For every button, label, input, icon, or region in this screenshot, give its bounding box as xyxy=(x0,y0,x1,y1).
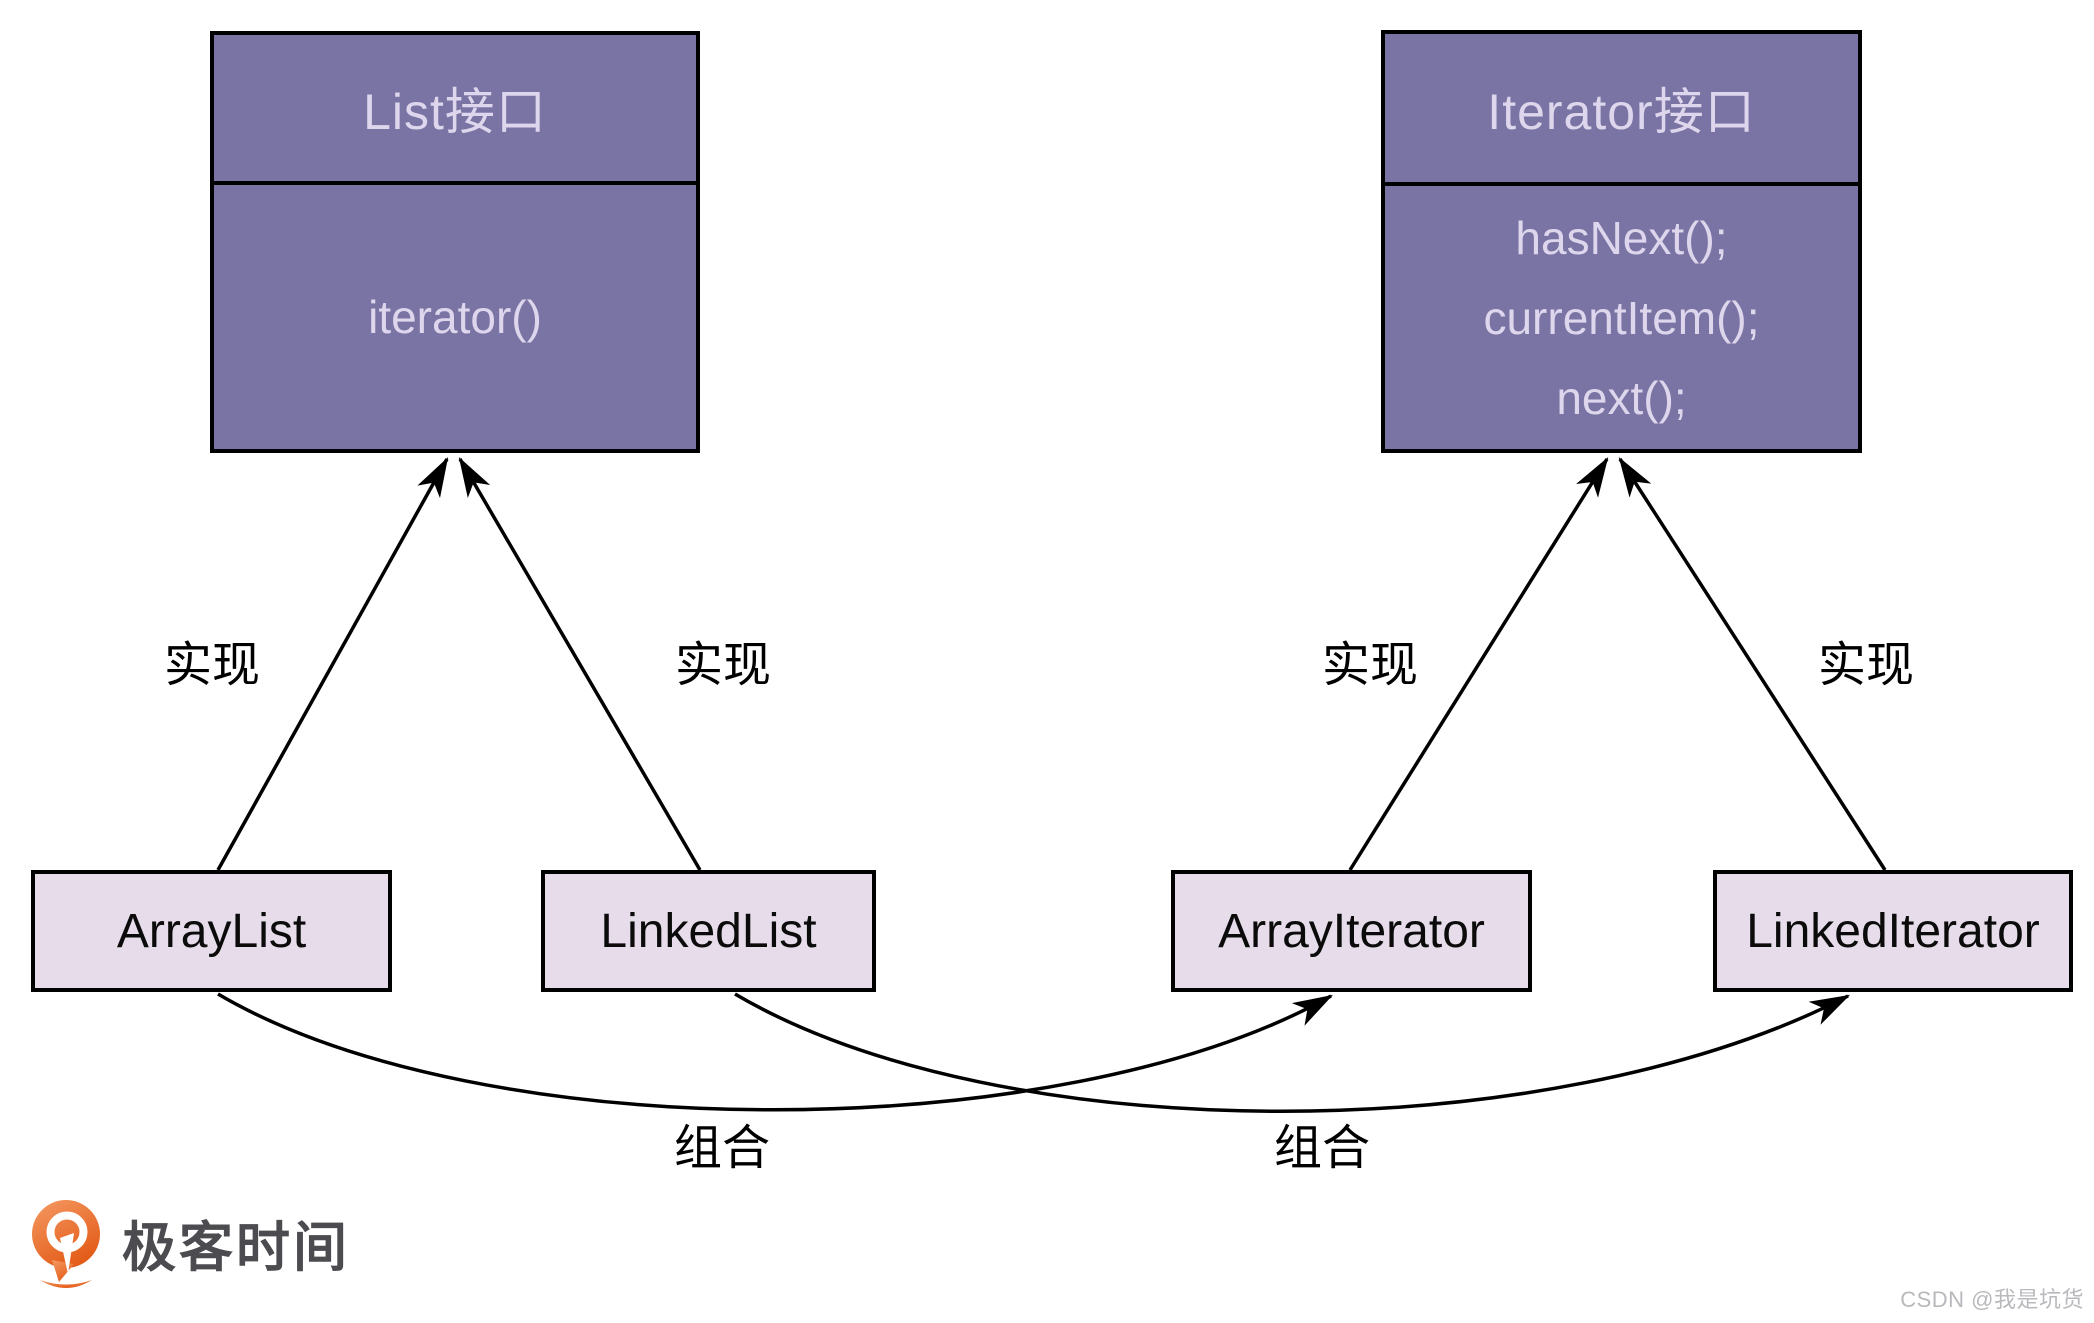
class-label-linkedlist: LinkedList xyxy=(600,904,817,958)
edge-label-implements-1: 实现 xyxy=(163,639,261,692)
class-box-linkediterator: LinkedIterator xyxy=(1713,870,2073,992)
iterator-interface-title: Iterator接口 xyxy=(1385,34,1858,186)
composition-edge-linkedlist-linkediterator xyxy=(734,992,1851,1113)
geektime-logo-icon xyxy=(32,1200,100,1288)
class-box-arrayiterator: ArrayIterator xyxy=(1171,870,1532,992)
class-label-linkediterator: LinkedIterator xyxy=(1746,904,2040,958)
implements-edge-linkedlist xyxy=(458,456,702,871)
iterator-interface-box: Iterator接口 hasNext(); currentItem(); nex… xyxy=(1381,30,1862,453)
geektime-logo: 极客时间 xyxy=(28,1198,350,1298)
edge-label-composition-2: 组合 xyxy=(1273,1122,1371,1175)
list-interface-title: List接口 xyxy=(214,35,696,185)
geektime-logo-text: 极客时间 xyxy=(122,1218,350,1278)
method-currentitem: currentItem(); xyxy=(1483,291,1760,344)
list-interface-methods: iterator() xyxy=(214,185,696,449)
composition-edge-arraylist-arrayiterator xyxy=(217,992,1334,1112)
edge-label-composition-1: 组合 xyxy=(673,1122,771,1175)
class-box-linkedlist: LinkedList xyxy=(541,870,876,992)
iterator-interface-methods: hasNext(); currentItem(); next(); xyxy=(1385,186,1858,449)
class-label-arrayiterator: ArrayIterator xyxy=(1218,904,1485,958)
method-iterator: iterator() xyxy=(368,291,542,343)
method-hasnext: hasNext(); xyxy=(1515,211,1728,264)
class-box-arraylist: ArrayList xyxy=(31,870,392,992)
method-next: next(); xyxy=(1556,371,1687,424)
edge-label-implements-2: 实现 xyxy=(674,639,772,692)
edge-label-implements-3: 实现 xyxy=(1321,639,1419,692)
edge-label-implements-4: 实现 xyxy=(1817,639,1915,692)
class-label-arraylist: ArrayList xyxy=(116,904,307,958)
list-interface-box: List接口 iterator() xyxy=(210,31,700,453)
csdn-watermark: CSDN @我是坑货 xyxy=(1900,1287,2084,1312)
